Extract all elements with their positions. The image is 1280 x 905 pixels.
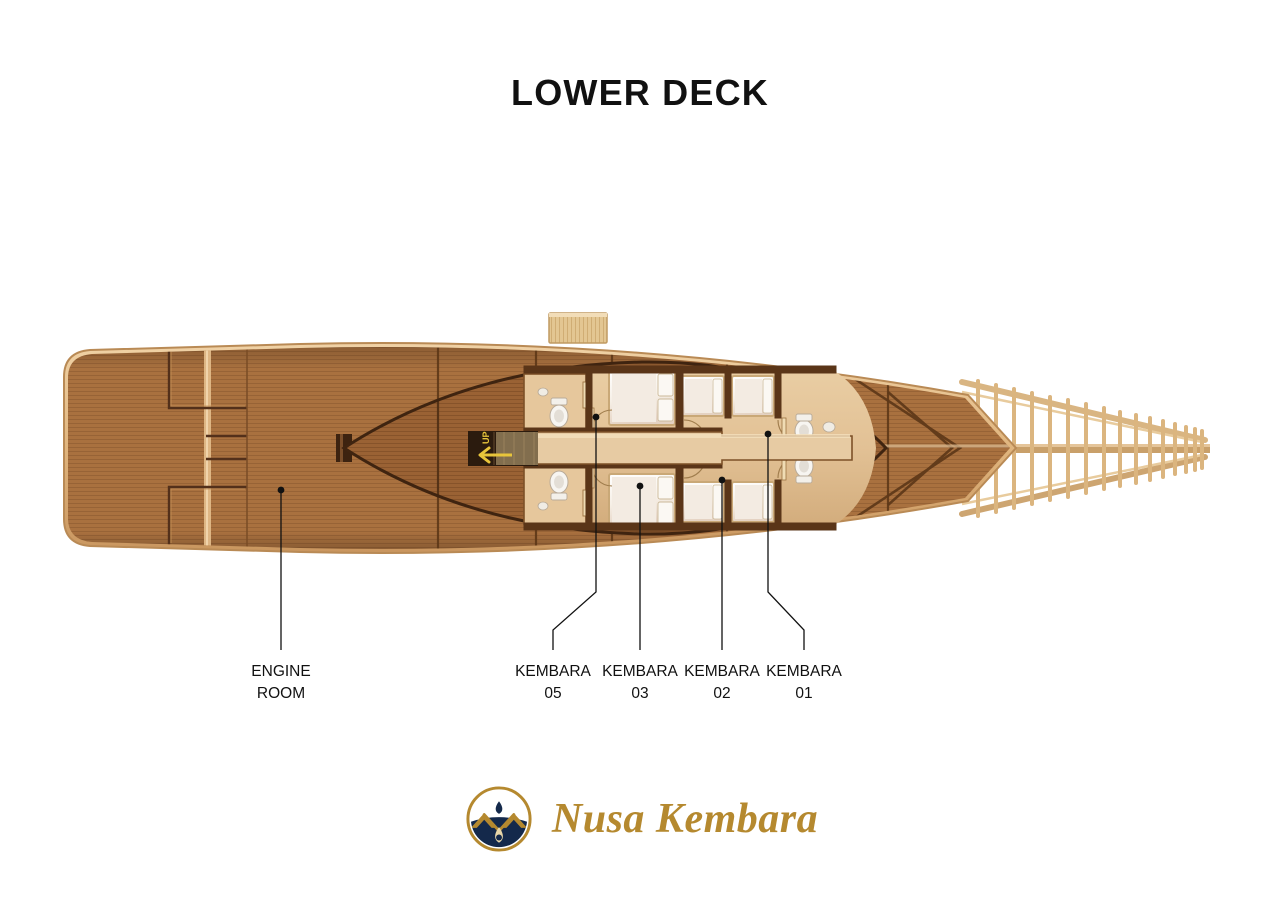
cabin-kembara-03 xyxy=(523,461,676,529)
bowsprit xyxy=(959,379,1210,518)
stairway-up[interactable]: UP xyxy=(468,431,538,466)
brand-lockup: Nusa Kembara xyxy=(0,782,1280,856)
bed-twin xyxy=(731,481,775,523)
corridor xyxy=(471,431,853,465)
bed-twin xyxy=(681,375,725,417)
bed-twin xyxy=(681,481,725,523)
arrow-left-icon xyxy=(478,446,512,464)
dot-kembara-01 xyxy=(764,430,772,438)
dot-kembara-02 xyxy=(718,476,726,484)
label-kembara-02-line2: 02 xyxy=(713,685,730,702)
label-kembara-03-line2: 03 xyxy=(631,685,648,702)
sink-icon xyxy=(537,501,549,511)
stern-hatches xyxy=(167,348,247,545)
callout-leaders xyxy=(280,417,805,650)
callout-dots xyxy=(277,413,772,494)
label-engine-room-line2: ROOM xyxy=(257,685,305,702)
sink-icon xyxy=(537,387,549,397)
leader-kembara-01 xyxy=(767,434,805,650)
deckhouse xyxy=(548,312,608,344)
label-kembara-05-line1: KEMBARA xyxy=(515,663,591,680)
stairway-up-label: UP xyxy=(481,431,491,444)
nusa-kembara-emblem-icon xyxy=(466,786,532,852)
label-kembara-05-line2: 05 xyxy=(544,685,561,702)
label-kembara-02-line1: KEMBARA xyxy=(684,663,760,680)
bed-double xyxy=(608,473,676,529)
bed-double xyxy=(608,370,676,426)
leader-kembara-05 xyxy=(552,417,597,650)
dot-kembara-03 xyxy=(636,482,644,490)
label-kembara-03-line1: KEMBARA xyxy=(602,663,678,680)
toilet-icon xyxy=(549,470,569,501)
toilet-icon xyxy=(549,397,569,428)
label-kembara-01-line2: 01 xyxy=(795,685,812,702)
cabin-kembara-01 xyxy=(681,455,801,523)
bed-twin xyxy=(731,375,775,417)
dot-engine-room xyxy=(277,486,285,494)
label-kembara-01-line1: KEMBARA xyxy=(766,663,842,680)
dot-kembara-05 xyxy=(592,413,600,421)
label-engine-room-line1: ENGINE xyxy=(251,663,310,680)
brand-name: Nusa Kembara xyxy=(551,796,819,842)
page-title: LOWER DECK xyxy=(511,72,769,113)
cabin-block: UP xyxy=(468,365,876,531)
